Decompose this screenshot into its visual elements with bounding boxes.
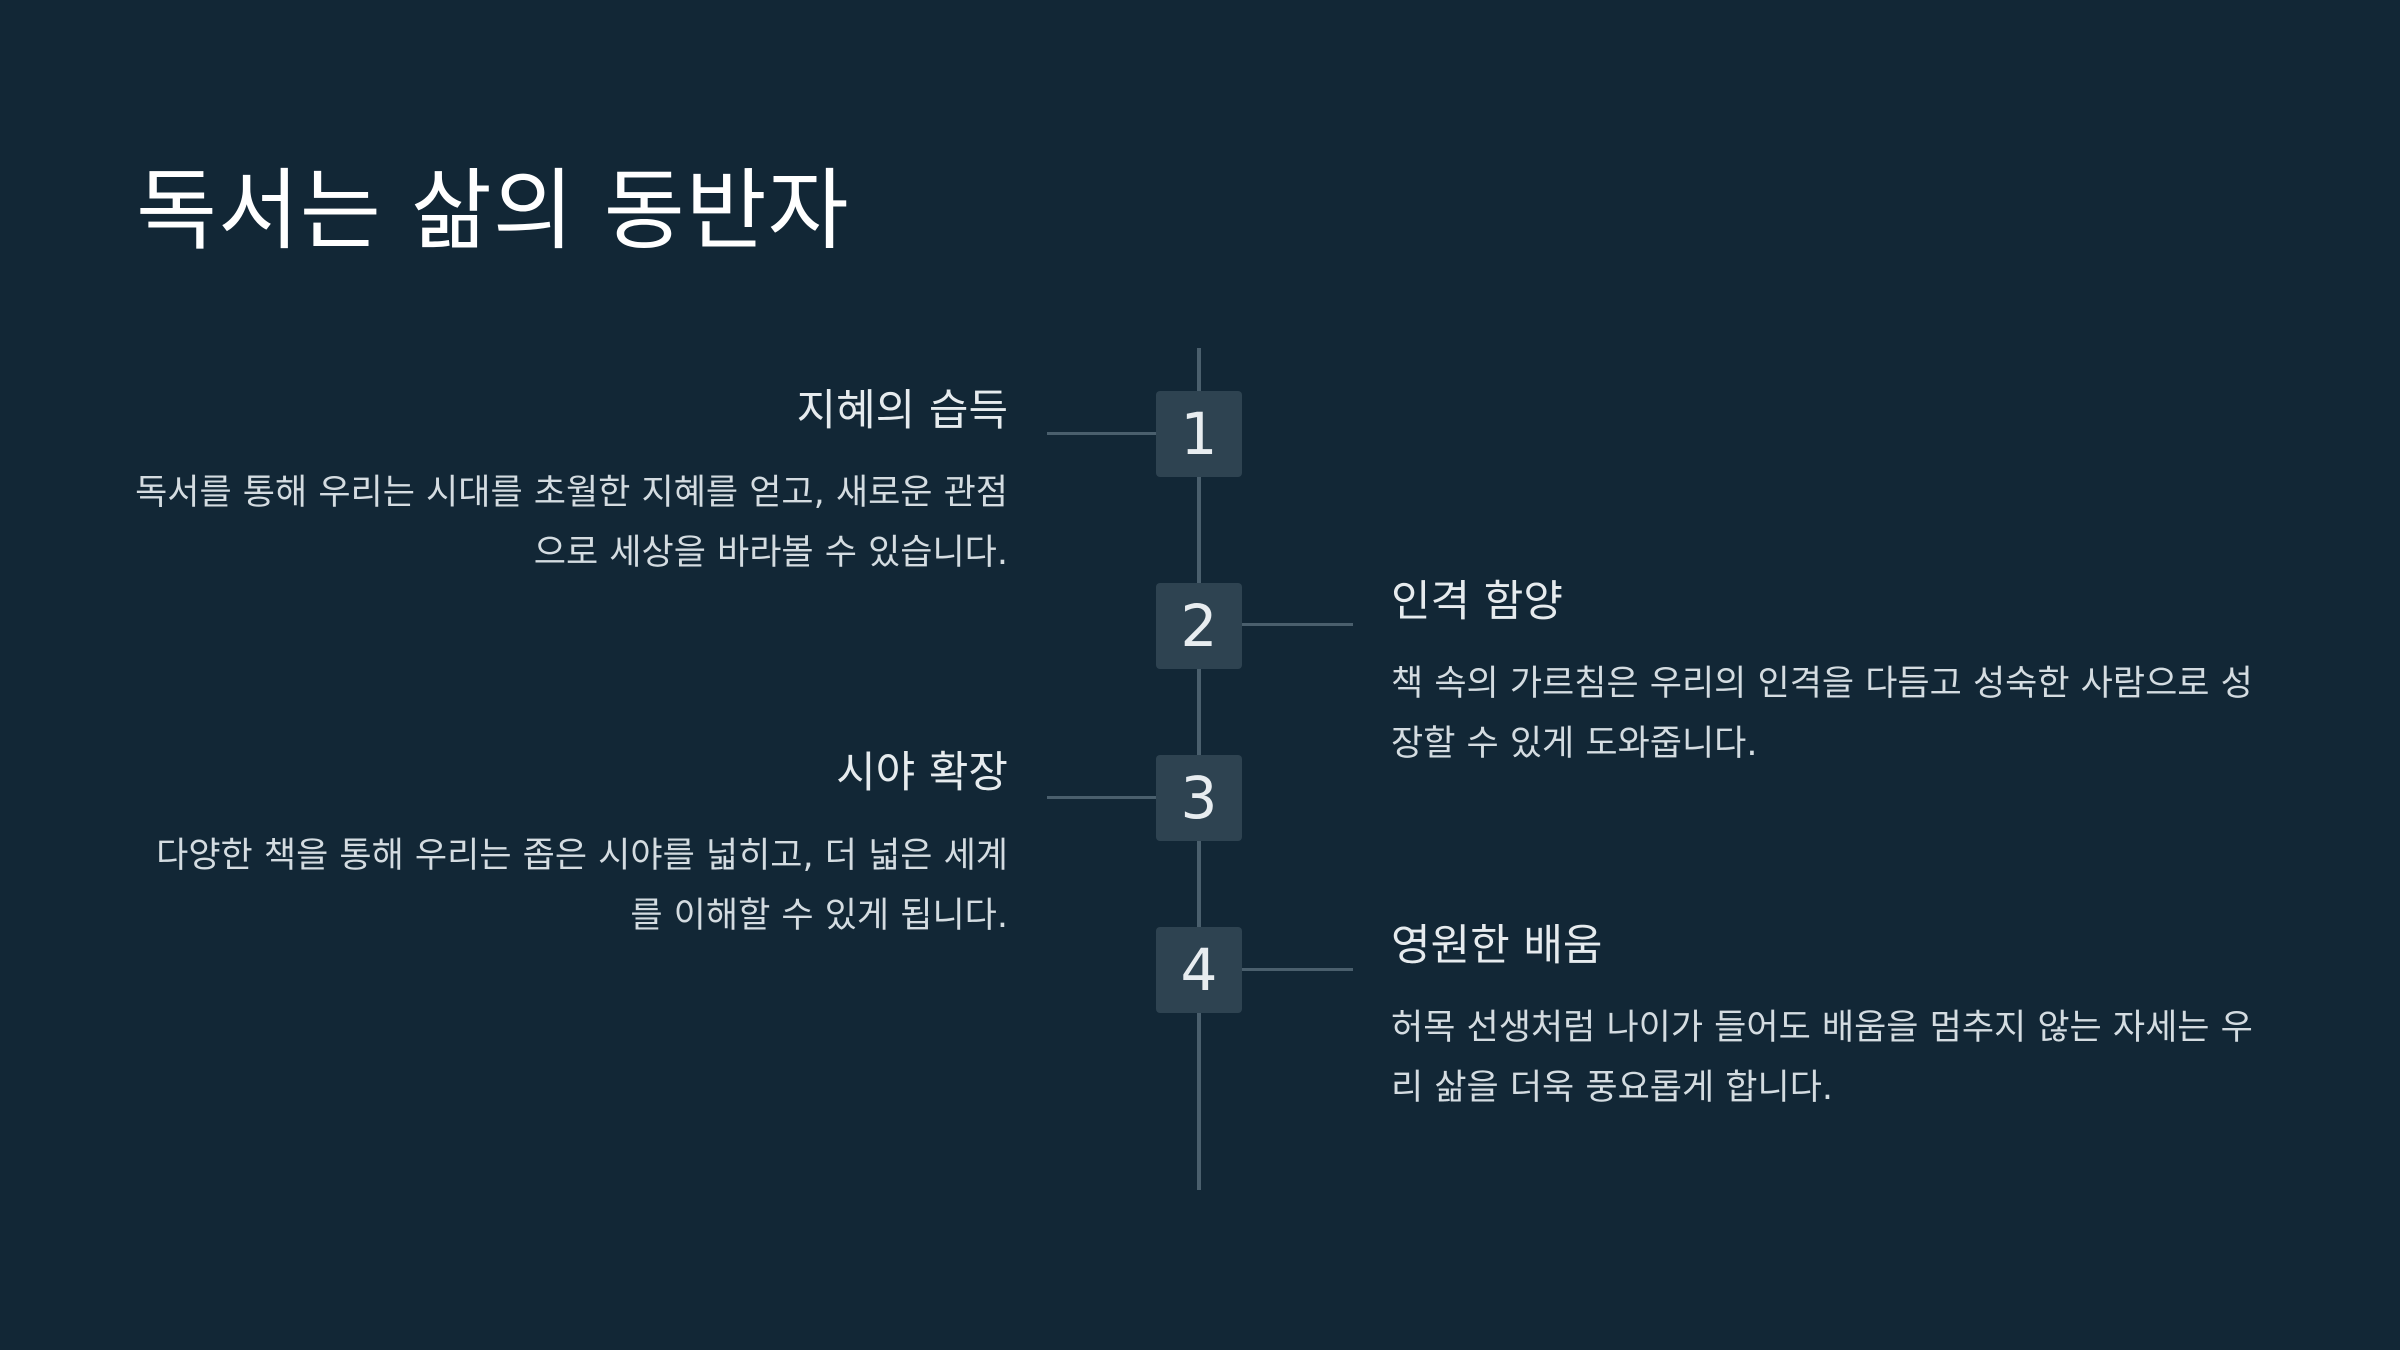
- item-body-4: 허목 선생처럼 나이가 들어도 배움을 멈추지 않는 자세는 우리 삶을 더욱 …: [1391, 1008, 2253, 1108]
- step-badge-4: 4: [1156, 927, 1242, 1013]
- connector-4: [1242, 968, 1353, 971]
- item-body-2: 책 속의 가르침은 우리의 인격을 다듬고 성숙한 사람으로 성장할 수 있게 …: [1391, 664, 2253, 764]
- connector-2: [1242, 623, 1353, 626]
- connector-1: [1047, 432, 1157, 435]
- item-heading-1: 지혜의 습득: [796, 386, 1008, 436]
- slide-title: 독서는 삶의 동반자: [136, 159, 850, 262]
- step-badge-3: 3: [1156, 755, 1242, 841]
- connector-3: [1047, 796, 1157, 799]
- step-badge-1: 1: [1156, 391, 1242, 477]
- step-badge-2: 2: [1156, 583, 1242, 669]
- item-heading-4: 영원한 배움: [1391, 921, 1603, 971]
- item-heading-3: 시야 확장: [836, 748, 1008, 798]
- item-body-1: 독서를 통해 우리는 시대를 초월한 지혜를 얻고, 새로운 관점으로 세상을 …: [135, 473, 1008, 573]
- item-heading-2: 인격 함양: [1391, 577, 1563, 627]
- item-body-3: 다양한 책을 통해 우리는 좁은 시야를 넓히고, 더 넓은 세계를 이해할 수…: [156, 836, 1008, 936]
